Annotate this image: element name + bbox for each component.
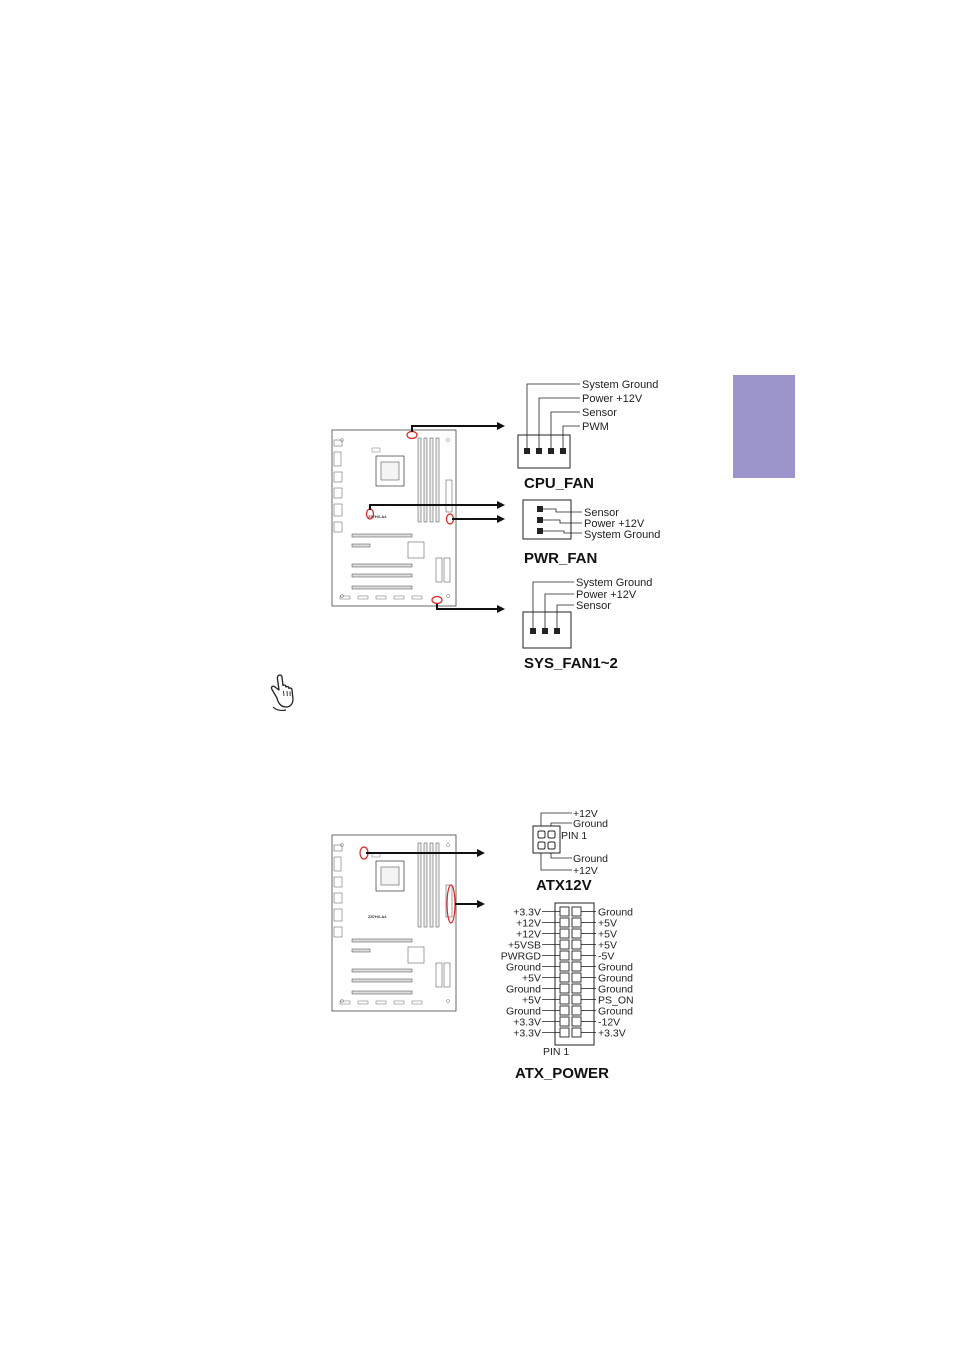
atx-power-pin-right-2 bbox=[571, 917, 582, 928]
atx12v-bottom-pin-2: +12V bbox=[573, 865, 598, 877]
atx-power-right-label-4: +5V bbox=[598, 939, 617, 951]
atx-power-pin-right-3 bbox=[571, 928, 582, 939]
fan-leader-lines bbox=[369, 422, 505, 613]
atx-power-left-label-10: Ground bbox=[506, 1005, 541, 1017]
atx12v-title: ATX12V bbox=[536, 877, 592, 894]
atx12v-top-pin-1: +12V bbox=[573, 808, 598, 820]
atx-power-left-label-1: +3.3V bbox=[513, 906, 541, 918]
atx-power-pin-right-10 bbox=[571, 1005, 582, 1016]
atx-power-left-label-8: Ground bbox=[506, 983, 541, 995]
atx-power-left-label-2: +12V bbox=[516, 917, 541, 929]
atx-power-pin-left-7 bbox=[559, 972, 570, 983]
atx12v-connector: +12V Ground PIN 1 Ground +12V ATX12V bbox=[532, 808, 608, 894]
atx-power-pin1-label: PIN 1 bbox=[543, 1046, 569, 1058]
power-leader-lines bbox=[366, 849, 485, 908]
atx-power-right-label-11: -12V bbox=[598, 1016, 620, 1028]
atx-power-pin-right-8 bbox=[571, 983, 582, 994]
cpu-fan-connector: System Ground Power +12V Sensor PWM CPU_… bbox=[517, 379, 658, 492]
cpu-fan-pin-1: System Ground bbox=[582, 379, 658, 391]
atx-power-pin-right-4 bbox=[571, 939, 582, 950]
atx-power-right-label-1: Ground bbox=[598, 906, 633, 918]
cpu-fan-pin-3: Sensor bbox=[582, 407, 617, 419]
atx-power-left-label-9: +5V bbox=[522, 994, 541, 1006]
pwr-fan-title: PWR_FAN bbox=[524, 550, 597, 567]
cpu-fan-pin-2: Power +12V bbox=[582, 393, 643, 405]
sys-fan-pin-2: Power +12V bbox=[576, 589, 637, 601]
atx-power-right-label-5: -5V bbox=[598, 950, 614, 962]
sys-fan-title: SYS_FAN1~2 bbox=[524, 655, 618, 672]
atx12v-pin1-label: PIN 1 bbox=[561, 830, 587, 842]
atx-power-pin-right-11 bbox=[571, 1016, 582, 1027]
atx-power-pin-right-7 bbox=[571, 972, 582, 983]
atx-power-right-label-2: +5V bbox=[598, 917, 617, 929]
atx-power-pin-left-3 bbox=[559, 928, 570, 939]
atx-power-pin-left-8 bbox=[559, 983, 570, 994]
atx-power-pin-left-6 bbox=[559, 961, 570, 972]
atx-power-pin-left-11 bbox=[559, 1016, 570, 1027]
atx-power-pin-left-10 bbox=[559, 1005, 570, 1016]
atx-power-pin-left-4 bbox=[559, 939, 570, 950]
atx-power-pin-right-9 bbox=[571, 994, 582, 1005]
sys-fan-pin-3: Sensor bbox=[576, 600, 611, 612]
atx-power-left-label-4: +5VSB bbox=[508, 939, 541, 951]
sys-fan-pin-1: System Ground bbox=[576, 577, 652, 589]
atx-power-left-label-5: PWRGD bbox=[501, 950, 542, 962]
atx12v-bottom-pin-1: Ground bbox=[573, 853, 608, 865]
sys-fan-connector: System Ground Power +12V Sensor SYS_FAN1… bbox=[522, 577, 652, 672]
chapter-side-tab bbox=[733, 375, 795, 478]
atx-power-pin-right-6 bbox=[571, 961, 582, 972]
cpu-fan-pin-4: PWM bbox=[582, 421, 609, 433]
atx-power-pin-right-12 bbox=[571, 1027, 582, 1038]
pointing-hand-icon bbox=[270, 674, 294, 711]
power-board-label: Z87H3-A4 bbox=[368, 914, 387, 919]
pwr-fan-pin-2: Power +12V bbox=[584, 518, 645, 530]
atx-power-left-label-7: +5V bbox=[522, 972, 541, 984]
power-motherboard: Z87H3-A4 bbox=[331, 834, 457, 1012]
atx-power-right-label-8: Ground bbox=[598, 983, 633, 995]
atx-power-pin-left-12 bbox=[559, 1027, 570, 1038]
sys-fan-marker bbox=[431, 595, 443, 605]
atx-power-pin-left-9 bbox=[559, 994, 570, 1005]
atx-power-left-label-11: +3.3V bbox=[513, 1016, 541, 1028]
fan-board-label: Z87H3-A4 bbox=[368, 514, 387, 519]
cpu-fan-title: CPU_FAN bbox=[524, 475, 594, 492]
atx-power-pin-right-1 bbox=[571, 906, 582, 917]
atx-power-right-label-10: Ground bbox=[598, 1005, 633, 1017]
atx-power-pin-left-1 bbox=[559, 906, 570, 917]
atx-power-pin-left-5 bbox=[559, 950, 570, 961]
atx-power-title: ATX_POWER bbox=[515, 1065, 609, 1082]
atx-power-left-label-6: Ground bbox=[506, 961, 541, 973]
atx-power-right-label-7: Ground bbox=[598, 972, 633, 984]
atx-power-right-label-6: Ground bbox=[598, 961, 633, 973]
atx-power-right-label-9: PS_ON bbox=[598, 994, 634, 1006]
atx12v-top-pin-2: Ground bbox=[573, 818, 608, 830]
fan-motherboard: Z87H3-A4 bbox=[331, 429, 457, 607]
pwr-fan-pin-3: System Ground bbox=[584, 529, 660, 541]
atx-power-pin-left-2 bbox=[559, 917, 570, 928]
atx-power-pin-right-5 bbox=[571, 950, 582, 961]
atx-power-left-label-3: +12V bbox=[516, 928, 541, 940]
atx-power-connector: +3.3V+12V+12V+5VSBPWRGDGround+5VGround+5… bbox=[501, 902, 634, 1082]
pwr-fan-pin-1: Sensor bbox=[584, 507, 619, 519]
pwr-fan-connector: Sensor Power +12V System Ground PWR_FAN bbox=[522, 499, 660, 567]
atx-power-right-label-3: +5V bbox=[598, 928, 617, 940]
atx-power-right-label-12: +3.3V bbox=[598, 1027, 626, 1039]
atx-power-left-label-12: +3.3V bbox=[513, 1027, 541, 1039]
